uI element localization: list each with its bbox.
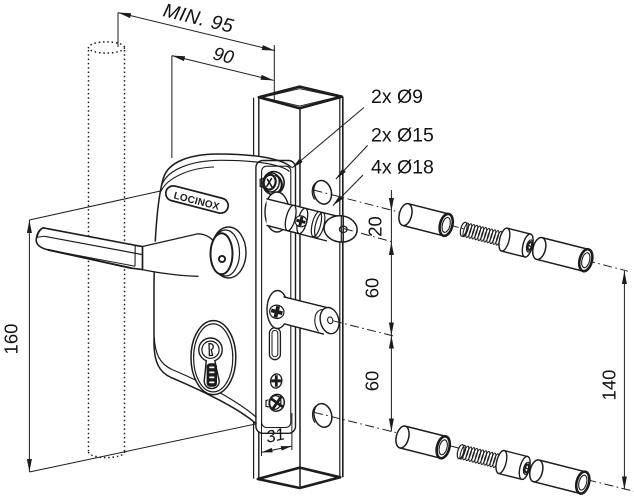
svg-text:60: 60 (362, 278, 383, 299)
svg-text:20: 20 (365, 216, 386, 237)
svg-text:2x Ø15: 2x Ø15 (371, 125, 434, 147)
svg-text:60: 60 (362, 371, 383, 392)
svg-text:31: 31 (264, 424, 286, 446)
svg-text:140: 140 (599, 370, 620, 401)
svg-text:160: 160 (1, 324, 22, 355)
svg-text:2x Ø9: 2x Ø9 (371, 86, 423, 108)
svg-text:4x Ø18: 4x Ø18 (371, 157, 434, 179)
